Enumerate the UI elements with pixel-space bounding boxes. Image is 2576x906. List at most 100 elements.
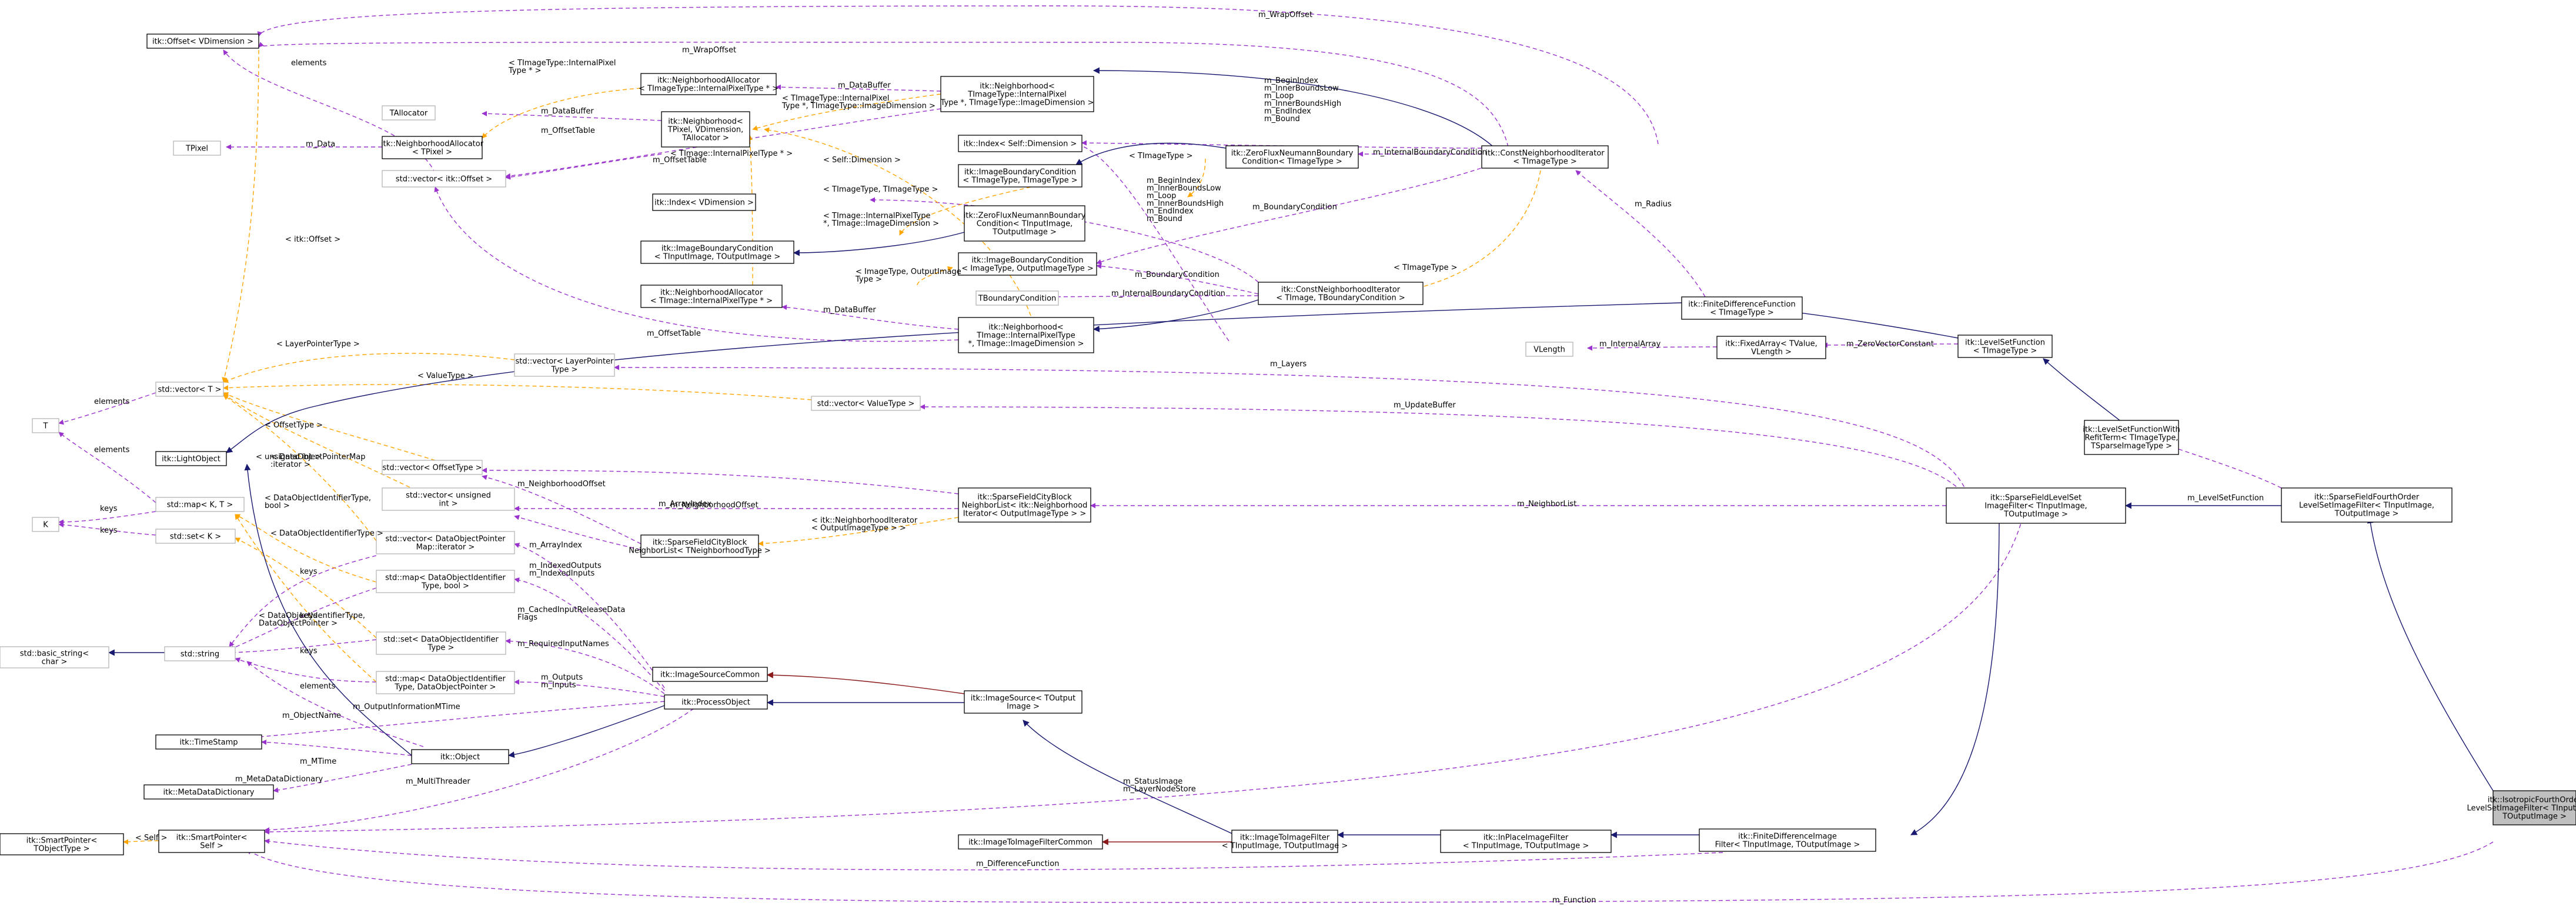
class-node-box: [514, 353, 615, 377]
edge-outputs-inputs: [514, 679, 665, 697]
class-node-fixed-array[interactable]: itk::FixedArray< TValue,VLength >: [1716, 336, 1826, 359]
class-node-box: [940, 76, 1094, 112]
class-node-map-data-obj-bool[interactable]: std::map< DataObjectIdentifierType, bool…: [376, 570, 515, 593]
class-node-ibc-output[interactable]: itk::ImageBoundaryCondition< ImageType, …: [958, 252, 1097, 276]
class-node-sparse-fourth-order[interactable]: itk::SparseFieldFourthOrderLevelSetImage…: [2281, 487, 2453, 523]
class-node-map-data-obj-ptr[interactable]: std::map< DataObjectIdentifierType, Data…: [376, 671, 515, 694]
edge-label-elements-str: elements: [300, 682, 336, 691]
class-node-vec-t[interactable]: std::vector< T >: [155, 382, 224, 397]
class-node-itk-object[interactable]: itk::Object: [411, 749, 509, 764]
class-node-label: std::vector< ValueType >: [817, 400, 915, 409]
class-node-time-stamp[interactable]: itk::TimeStamp: [155, 734, 262, 750]
class-node-ibc-image-type[interactable]: itk::ImageBoundaryCondition< TImageType,…: [958, 164, 1082, 188]
class-node-isotropic-fourth-order[interactable]: itk::IsotropicFourthOrderLevelSetImageFi…: [2467, 790, 2576, 825]
class-node-box: [1716, 336, 1826, 359]
edge-tmpl-timagetype-b: [1358, 170, 1541, 300]
class-node-in-place-filter[interactable]: itk::InPlaceImageFilter< TInputImage, TO…: [1440, 830, 1612, 853]
class-node-offset-vdim[interactable]: itk::Offset< VDimension >: [146, 34, 259, 49]
edge-offsettable-b: [505, 108, 941, 179]
edge-label-offsettable-c: m_OffsetTable: [647, 329, 701, 338]
class-node-neigh-alloc-ptr[interactable]: itk::NeighborhoodAllocator< TImageType::…: [639, 73, 779, 95]
class-node-map-kt[interactable]: std::map< K, T >: [155, 497, 245, 512]
class-node-smart-ptr-tobject[interactable]: itk::SmartPointer<TObjectType >: [0, 833, 124, 855]
class-node-basic-string[interactable]: std::basic_string<char >: [0, 646, 109, 668]
class-node-box: [958, 135, 1082, 152]
edge-label-timagetype-internal: < TImageType::InternalPixelType * >: [508, 59, 616, 75]
class-node-const-neigh-iter-image[interactable]: itk::ConstNeighborhoodIterator< TImageTy…: [1481, 145, 1609, 169]
edge-label-text: < TImageType::InternalPixel: [782, 94, 889, 103]
class-node-label: std::map< DataObjectIdentifier: [385, 574, 506, 583]
class-node-label: std::vector< LayerPointer: [515, 357, 614, 366]
class-node-ibc-input-output[interactable]: itk::ImageBoundaryCondition< TInputImage…: [640, 240, 794, 264]
class-node-label: LevelSetImageFilter< TInputImage,: [2467, 804, 2576, 813]
edge-label-dataobjid: < DataObjectIdentifierType >: [270, 529, 383, 538]
class-node-const-neigh-iter-boundary[interactable]: itk::ConstNeighborhoodIterator< TImage, …: [1258, 282, 1424, 305]
class-node-neigh-timage[interactable]: itk::Neighborhood<TImage::InternalPixelT…: [958, 317, 1094, 353]
class-node-tpixel[interactable]: TPixel: [173, 141, 221, 156]
class-node-set-data-obj-id[interactable]: std::set< DataObjectIdentifierType >: [376, 631, 506, 655]
class-node-label: TPixel: [185, 145, 208, 153]
edge-label-text: < TImageType >: [1129, 152, 1193, 161]
class-node-label: std::vector< itk::Offset >: [396, 175, 492, 184]
edge-tmpl-offset-type: [222, 49, 259, 383]
class-node-t-node[interactable]: T: [32, 418, 59, 433]
edge-label-text: < TImage::InternalPixelType * >: [670, 149, 793, 158]
edge-label-text: m_Radius: [1635, 200, 1672, 209]
class-node-neigh-image-top[interactable]: itk::Neighborhood<TImageType::InternalPi…: [940, 76, 1094, 112]
class-node-image-source[interactable]: itk::ImageSource< TOutputImage >: [964, 690, 1082, 714]
edge-zerovector: [1822, 342, 1959, 348]
class-node-label: < TInputImage, TOutputImage >: [1463, 842, 1589, 851]
class-node-index-self-dim[interactable]: itk::Index< Self::Dimension >: [958, 135, 1082, 152]
class-node-vec-layer-pointer[interactable]: std::vector< LayerPointerType >: [514, 353, 615, 377]
class-node-label: < TPixel >: [412, 148, 452, 157]
class-node-image-source-common[interactable]: itk::ImageSourceCommon: [652, 667, 768, 682]
class-node-level-set-func[interactable]: itk::LevelSetFunction< TImageType >: [1957, 335, 2053, 358]
edge-required-input: [505, 638, 665, 694]
class-node-vec-offset[interactable]: std::vector< itk::Offset >: [382, 170, 506, 188]
class-node-set-k[interactable]: std::set< K >: [155, 529, 236, 544]
class-node-tallocator[interactable]: TAllocator: [382, 105, 436, 121]
class-node-vec-value-type[interactable]: std::vector< ValueType >: [811, 396, 921, 411]
class-node-std-string[interactable]: std::string: [164, 646, 236, 661]
edge-label-text: m_ObjectName: [282, 711, 341, 720]
class-node-finite-diff-func[interactable]: itk::FiniteDifferenceFunction< TImageTyp…: [1681, 296, 1803, 320]
class-node-label: itk::ProcessObject: [681, 698, 750, 707]
class-node-vlength[interactable]: VLength: [1525, 342, 1573, 357]
class-node-img-to-img-filter[interactable]: itk::ImageToImageFilter< TInputImage, TO…: [1222, 830, 1348, 853]
class-node-label: itk::Neighborhood<: [980, 82, 1054, 91]
class-node-neigh-alloc-tpixel[interactable]: itk::NeighborhoodAllocator< TPixel >: [381, 136, 484, 159]
class-node-vec-data-obj-ptr-iter[interactable]: std::vector< DataObjectPointerMap::itera…: [376, 531, 515, 554]
class-node-neigh-alloc-internal[interactable]: itk::NeighborhoodAllocator< TImage::Inte…: [640, 285, 783, 308]
class-node-label: Filter< TInputImage, TOutputImage >: [1715, 841, 1860, 850]
class-node-vec-offset-type[interactable]: std::vector< OffsetType >: [382, 460, 483, 475]
edge-label-text: m_ArrayIndex: [529, 541, 582, 550]
class-node-box: [155, 734, 262, 750]
class-node-k-node[interactable]: K: [32, 517, 59, 532]
class-node-neigh-tpixel[interactable]: itk::Neighborhood<TPixel, VDimension,TAl…: [661, 111, 750, 148]
edge-label-text: keys: [300, 647, 318, 656]
edge-label-text: m_CachedInputReleaseData: [517, 606, 625, 614]
class-node-tboundary[interactable]: TBoundaryCondition: [975, 290, 1059, 306]
class-node-meta-data-dict[interactable]: itk::MetaDataDictionary: [143, 784, 274, 800]
edge-label-text: m_InternalArray: [1599, 340, 1661, 349]
class-node-index-vdim[interactable]: itk::Index< VDimension >: [652, 193, 756, 211]
edge-label-elements-t: elements: [94, 397, 130, 406]
class-node-process-object[interactable]: itk::ProcessObject: [664, 694, 768, 710]
class-node-img-to-img-common[interactable]: itk::ImageToImageFilterCommon: [958, 834, 1103, 850]
edge-label-text: m_InnerBoundsLow: [1264, 84, 1339, 93]
class-node-box: [0, 833, 124, 855]
class-node-label: < ImageType, OutputImageType >: [961, 265, 1094, 273]
class-node-smart-ptr-self[interactable]: itk::SmartPointer<Self >: [158, 830, 265, 853]
class-node-light-object[interactable]: itk::LightObject: [155, 451, 227, 466]
edge-inh-process-object: [507, 705, 665, 758]
class-node-label: std::vector< DataObjectPointer: [385, 535, 506, 544]
edge-objectname: [246, 661, 424, 747]
